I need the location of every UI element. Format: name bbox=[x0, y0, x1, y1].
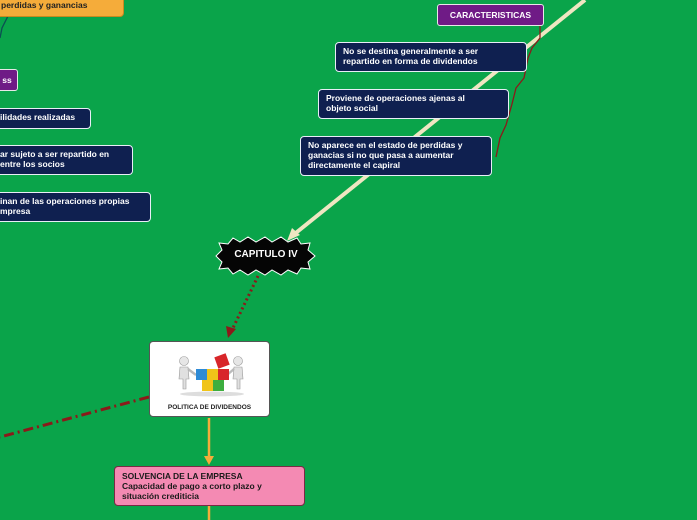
caracteristicas-node[interactable]: CARACTERISTICAS bbox=[437, 4, 544, 26]
utilidades-node[interactable]: ilidades realizadas bbox=[0, 108, 91, 129]
politica-dividendos-node[interactable]: POLITICA DE DIVIDENDOS bbox=[149, 341, 270, 417]
politica-caption: POLITICA DE DIVIDENDOS bbox=[167, 404, 252, 411]
connector-politica-left bbox=[0, 395, 150, 439]
puzzle-team-icon bbox=[178, 353, 244, 397]
arrowhead-solvencia bbox=[204, 456, 214, 465]
left-purple-node[interactable]: ss bbox=[0, 69, 18, 91]
proviene-node[interactable]: Proviene de operaciones ajenas al objeto… bbox=[318, 89, 509, 119]
connector-caracteristicas bbox=[527, 25, 541, 59]
sujeto-repartido-node[interactable]: ar sujeto a ser repartido en entre los s… bbox=[0, 145, 133, 175]
arrowhead-capitulo bbox=[287, 228, 300, 241]
connector-top-left bbox=[0, 11, 11, 39]
connector-capitulo-politica bbox=[230, 275, 260, 331]
operaciones-propias-node[interactable]: inan de las operaciones propias mpresa bbox=[0, 192, 151, 222]
connector-proviene bbox=[495, 103, 513, 158]
no-aparece-node[interactable]: No aparece en el estado de perdidas y ga… bbox=[300, 136, 492, 176]
no-destina-node[interactable]: No se destina generalmente a ser reparti… bbox=[335, 42, 527, 72]
capitulo-node[interactable]: CAPITULO IV bbox=[234, 249, 298, 260]
perdidas-ganancias-node[interactable]: perdidas y ganancias bbox=[0, 0, 124, 17]
arrowhead-politica bbox=[226, 326, 236, 338]
solvencia-node[interactable]: SOLVENCIA DE LA EMPRESA Capacidad de pag… bbox=[114, 466, 305, 506]
capitulo-starburst bbox=[215, 236, 316, 276]
